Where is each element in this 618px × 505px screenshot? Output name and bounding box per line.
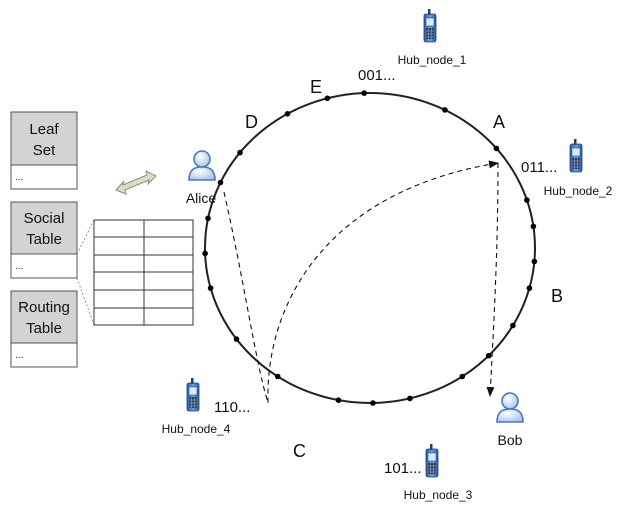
ring-node-dot <box>524 197 530 203</box>
user-alice: Alice <box>186 150 217 206</box>
social-table-cell: ... <box>15 261 23 272</box>
routing-table: Routing Table ... <box>10 290 78 368</box>
user-bob-label: Bob <box>498 432 523 448</box>
ring-node-dot <box>324 95 331 102</box>
id-label-101: 101... <box>384 460 422 477</box>
ring-node-dot <box>370 400 376 406</box>
ring-label-b: B <box>551 286 563 306</box>
id-label-001: 001... <box>358 67 396 84</box>
user-alice-label: Alice <box>186 190 217 206</box>
ring-node-dot <box>407 395 413 402</box>
ring-node-dot <box>202 250 208 257</box>
ring-node-dot <box>361 90 368 96</box>
routing-paths <box>223 160 499 404</box>
routing-table-cell: ... <box>15 350 23 361</box>
hub-node-4-label: Hub_node_4 <box>162 422 231 436</box>
user-icon <box>188 150 216 181</box>
mobile-phone-icon <box>423 8 437 43</box>
ring-node-dot <box>442 107 448 113</box>
ring-node-dot <box>237 149 243 156</box>
social-table-title-line2: Table <box>26 231 62 248</box>
ring-node-dot <box>284 111 291 117</box>
ring-label-c: C <box>293 441 306 461</box>
ring-node-dot <box>217 179 224 186</box>
ring-node-dot <box>335 397 342 404</box>
ring-node-dot <box>531 258 538 265</box>
ring-node-dot <box>530 223 537 230</box>
routing-table-title-line2: Table <box>26 320 62 337</box>
hub-node-1: Hub_node_1 <box>398 8 467 67</box>
route-alice-to-hub2 <box>223 160 499 404</box>
leaf-set-title-line1: Leaf <box>29 121 59 138</box>
social-table-grid <box>93 219 194 326</box>
dht-ring <box>204 92 536 404</box>
social-table-expansion-lines <box>76 219 95 326</box>
ring-node-dot <box>485 352 492 359</box>
ring-node-dots <box>202 90 538 406</box>
ring-node-dot <box>205 215 211 222</box>
hub-node-3-label: Hub_node_3 <box>404 488 473 502</box>
ring-label-d: D <box>245 112 258 132</box>
routing-table-title-line1: Routing <box>18 299 70 316</box>
ring-node-dot <box>233 336 240 342</box>
ring-node-dot <box>493 145 500 152</box>
ring-label-a: A <box>493 112 505 132</box>
route-hub2-to-bob <box>486 162 499 397</box>
hub-node-3: Hub_node_3 <box>404 443 473 502</box>
leaf-set-cell: ... <box>15 172 23 183</box>
ring-label-e: E <box>310 77 322 97</box>
double-arrow-icon <box>115 170 157 195</box>
leaf-set-table: Leaf Set ... <box>10 111 78 190</box>
mobile-phone-icon <box>186 377 200 412</box>
hub-node-2: Hub_node_2 <box>544 138 613 198</box>
id-label-110: 110... <box>214 399 250 416</box>
hub-node-2-label: Hub_node_2 <box>544 184 613 198</box>
ring-node-dot <box>459 373 466 380</box>
hub-node-1-label: Hub_node_1 <box>398 53 467 67</box>
ring-node-dot <box>526 285 533 291</box>
ring-node-dot <box>207 285 214 291</box>
ring-node-dot <box>274 373 281 380</box>
leaf-set-title-line2: Set <box>33 142 56 159</box>
hub-node-4: Hub_node_4 <box>162 377 231 436</box>
mobile-phone-icon <box>569 138 583 173</box>
social-table: Social Table ... <box>10 201 78 279</box>
id-label-011: 011... <box>521 159 557 176</box>
user-icon <box>496 392 524 423</box>
user-bob: Bob <box>496 392 524 448</box>
mobile-phone-icon <box>425 443 439 478</box>
ring-node-dot <box>510 322 516 329</box>
social-table-title-line1: Social <box>24 210 65 227</box>
